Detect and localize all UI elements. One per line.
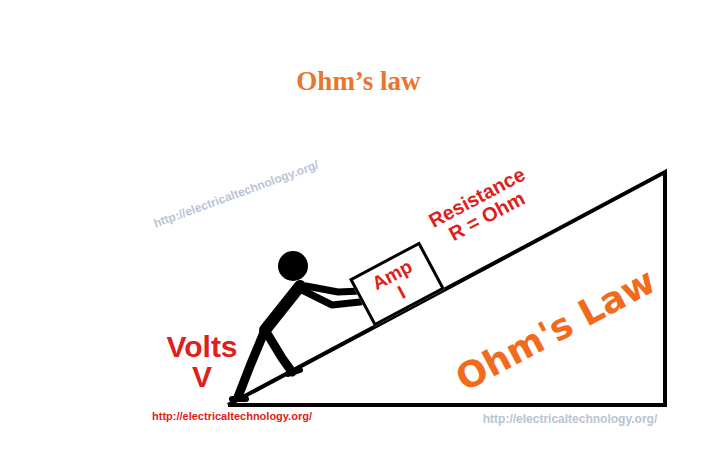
ohms-law-heading: Ohm's Law xyxy=(451,263,661,398)
box-label: Amp I xyxy=(366,255,427,313)
voltage-label: Volts V xyxy=(156,332,248,392)
watermark: http://electricaltechnology.org/ xyxy=(152,159,320,231)
pushing-stick-figure xyxy=(232,251,361,399)
watermark: http://electricaltechnology.org/ xyxy=(483,413,657,426)
resistance-label: Resistance R = Ohm xyxy=(420,161,544,253)
source-url: http://electricaltechnology.org/ xyxy=(152,410,312,422)
page-title: Ohm’s law xyxy=(0,66,717,97)
current-box: Amp I xyxy=(349,241,445,326)
